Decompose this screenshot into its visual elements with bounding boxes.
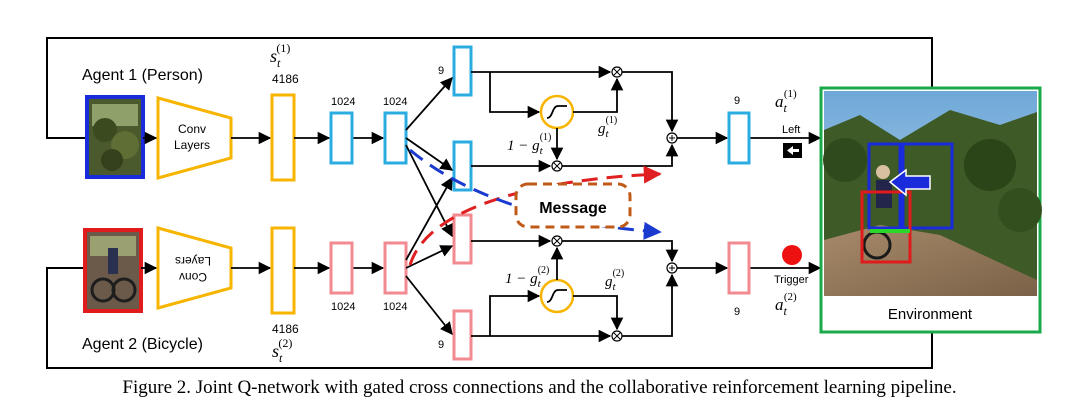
left-action-arrow-icon	[888, 168, 931, 197]
state-vector-agent1	[270, 93, 296, 182]
conv-layers-agent2: Conv Layers	[156, 226, 233, 310]
conv2-label-line2: Layers	[175, 254, 211, 268]
trigger-icon	[782, 245, 802, 265]
fc-connectors	[294, 131, 385, 275]
agent1-label: Agent 1 (Person)	[82, 67, 203, 84]
conv-layers-agent1: Conv Layers	[156, 96, 233, 180]
message-blue-dashed-arrow	[409, 148, 662, 240]
action2-label: at(2)	[775, 291, 797, 318]
fc2-agent1	[383, 111, 408, 165]
state1-size: 4186	[272, 72, 299, 86]
fc1-agent2-size: 1024	[331, 301, 355, 313]
state2-symbol: st(2)	[272, 336, 292, 365]
conv1-label-line2: Layers	[174, 138, 210, 152]
g2-label: gt(2)	[605, 268, 624, 293]
fc1-agent1-size: 1024	[331, 96, 355, 108]
agent1-input-image	[85, 95, 145, 179]
fc1-agent1	[329, 111, 354, 165]
input-connectors	[141, 131, 272, 275]
figure-caption: Figure 2. Joint Q-network with gated cro…	[122, 377, 957, 398]
state-vector-agent2	[270, 226, 296, 315]
output-q-agent1-size: 9	[734, 95, 740, 107]
message-label: Message	[539, 200, 607, 217]
environment-panel: Environment	[819, 86, 1042, 334]
bicycle-box	[860, 190, 912, 264]
output-q-agent2	[727, 241, 751, 295]
action1-label: at(1)	[775, 88, 797, 115]
action2-name: Trigger	[774, 274, 809, 286]
action1-name: Left	[782, 124, 800, 136]
q-self-agent1	[452, 45, 473, 97]
one-minus-g2-label: 1 − gt(2)	[505, 265, 549, 290]
state1-symbol: st(1)	[270, 41, 290, 70]
output-q-agent2-size: 9	[734, 306, 740, 318]
gate-agent2	[539, 278, 575, 314]
agent2-input-image	[83, 228, 143, 313]
operator-symbols	[553, 68, 675, 340]
fc2-agent1-size: 1024	[383, 96, 407, 108]
fc2-agent2	[383, 241, 408, 295]
fc2-agent2-size: 1024	[383, 301, 407, 313]
conv2-label-line1: Conv	[179, 270, 207, 284]
environment-label: Environment	[888, 306, 973, 323]
agent2-label: Agent 2 (Bicycle)	[82, 336, 203, 353]
fc1-agent2	[329, 241, 354, 295]
message-box	[514, 182, 632, 229]
feedback-loop	[46, 37, 933, 369]
q-cross-agent2	[452, 213, 473, 265]
q-self-agent2-size: 9	[438, 339, 444, 351]
gate-wiring	[471, 65, 822, 343]
one-minus-g1-label: 1 − gt(1)	[507, 132, 551, 157]
fc-to-q-arrows	[405, 77, 454, 335]
environment-scene-image	[823, 91, 1042, 296]
left-arrow-icon	[783, 143, 802, 158]
message-red-dashed-arrow	[408, 165, 662, 266]
output-q-agent1	[727, 111, 751, 165]
q-self-agent1-size: 9	[438, 65, 444, 77]
g1-label: gt(1)	[598, 115, 617, 140]
gate-agent1	[539, 94, 575, 130]
conv1-label-line1: Conv	[178, 122, 206, 136]
q-self-agent2	[452, 309, 473, 361]
state2-size: 4186	[272, 322, 299, 336]
